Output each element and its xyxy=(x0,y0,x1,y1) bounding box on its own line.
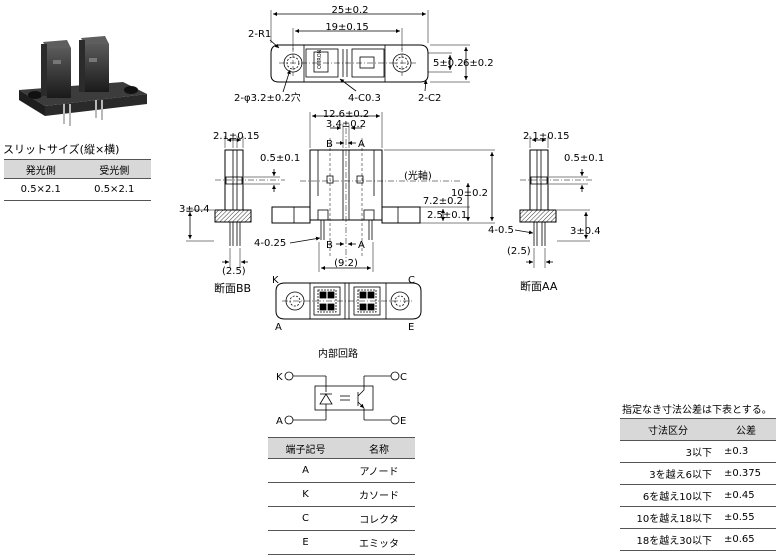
terminal-symbol: A xyxy=(268,458,343,483)
section-marker-b-top: B xyxy=(326,139,333,150)
top-view xyxy=(269,10,470,93)
bb-dim-base: 3±0.4 xyxy=(179,204,210,215)
tolerance-range: 10を越え18以下 xyxy=(620,506,716,529)
circuit-title: 内部回路 xyxy=(318,347,358,360)
terminal-name: コレクタ xyxy=(343,506,415,531)
bottom-view xyxy=(275,282,422,320)
table-row: K カソード xyxy=(268,482,415,507)
bottom-pin-k: K xyxy=(272,275,279,286)
section-marker-a-bottom: A xyxy=(358,240,365,251)
tolerance-value: ±0.3 xyxy=(716,440,776,463)
bottom-pin-e: E xyxy=(408,322,414,333)
slit-size-table: 発光側 受光側 0.5×2.1 0.5×2.1 xyxy=(4,159,151,201)
bottom-pin-c: C xyxy=(408,275,415,286)
bb-dim-slit: 0.5±0.1 xyxy=(260,153,300,164)
dim-hole-pitch: 19±0.15 xyxy=(325,22,368,33)
slit-header-receiver: 受光側 xyxy=(77,159,151,179)
tolerance-title: 指定なき寸法公差は下表とする。 xyxy=(622,405,772,416)
terminal-name: エミッタ xyxy=(343,530,415,555)
table-row: 0.5×2.1 0.5×2.1 xyxy=(4,178,151,201)
dim-inner-height: 5±0.2 xyxy=(433,58,464,69)
circuit-pin-a: A xyxy=(276,416,283,427)
bottom-pin-a: A xyxy=(275,322,282,333)
dim-body-height: 2.5±0.1 xyxy=(427,210,467,221)
terminal-name: アノード xyxy=(343,458,415,483)
dim-front-width: 12.6±0.2 xyxy=(323,109,370,120)
slit-header-emitter: 発光側 xyxy=(4,159,78,179)
dim-lead-pitch: (9.2) xyxy=(334,258,358,269)
table-row: 10を越え18以下 ±0.55 xyxy=(620,506,776,529)
table-row: 3を越え6以下 ±0.375 xyxy=(620,462,776,485)
internal-circuit xyxy=(284,371,400,425)
bb-dim-lead: (2.5) xyxy=(222,266,246,277)
dim-axis-height: 7.2±0.2 xyxy=(423,196,463,207)
tolerance-value: ±0.65 xyxy=(716,528,776,551)
omron-marking: OMRON xyxy=(317,49,323,69)
section-aa-view xyxy=(514,136,592,268)
chamfer-large-label: 2-C2 xyxy=(418,93,441,104)
tolerance-header-range: 寸法区分 xyxy=(620,418,716,441)
dim-outer-height: 6±0.2 xyxy=(463,58,494,69)
aa-lead-note: 4-0.5 xyxy=(488,225,514,236)
table-row: 6を越え10以下 ±0.45 xyxy=(620,484,776,507)
chamfer-small-label: 4-C0.3 xyxy=(348,93,381,104)
tolerance-range: 3を越え6以下 xyxy=(620,462,716,485)
terminal-symbol: K xyxy=(268,482,343,507)
aa-dim-lead: (2.5) xyxy=(507,246,531,257)
bb-dim-top: 2.1±0.15 xyxy=(213,131,260,142)
dim-slit-gap: 3.4±0.2 xyxy=(326,119,366,130)
circuit-pin-e: E xyxy=(400,416,406,427)
table-row: 18を越え30以下 ±0.65 xyxy=(620,528,776,551)
dim-overall-length: 25±0.2 xyxy=(331,5,368,16)
tolerance-value: ±0.45 xyxy=(716,484,776,507)
tolerance-range: 3以下 xyxy=(620,440,716,463)
slit-size-title: スリットサイズ(縦×横) xyxy=(3,143,120,156)
aa-dim-base: 3±0.4 xyxy=(570,226,601,237)
circuit-pin-c: C xyxy=(400,372,407,383)
table-row: A アノード xyxy=(268,458,415,483)
radius-label: 2-R1 xyxy=(248,29,271,40)
terminal-name: カソード xyxy=(343,482,415,507)
tolerance-range: 18を越え30以下 xyxy=(620,528,716,551)
terminal-header-symbol: 端子記号 xyxy=(268,437,343,459)
slit-receiver-value: 0.5×2.1 xyxy=(77,178,151,201)
section-aa-label: 断面AA xyxy=(520,279,558,293)
tolerance-range: 6を越え10以下 xyxy=(620,484,716,507)
tolerance-value: ±0.55 xyxy=(716,506,776,529)
circuit-pin-k: K xyxy=(276,372,283,383)
aa-dim-slit: 0.5±0.1 xyxy=(564,153,604,164)
front-view xyxy=(271,112,495,272)
tolerance-value: ±0.375 xyxy=(716,462,776,485)
sensor-photo-image xyxy=(19,36,147,126)
terminal-header-name: 名称 xyxy=(343,437,415,459)
dim-total-height: 10±0.2 xyxy=(451,188,488,199)
table-row: C コレクタ xyxy=(268,506,415,531)
terminal-symbol: E xyxy=(268,530,343,555)
hole-diameter-label: 2-φ3.2±0.2穴 xyxy=(234,91,301,104)
section-marker-a-top: A xyxy=(358,139,365,150)
terminal-symbol: C xyxy=(268,506,343,531)
table-row: E エミッタ xyxy=(268,530,415,555)
optical-axis-label: (光軸) xyxy=(404,169,432,182)
terminal-table: 端子記号 名称 A アノード K カソード C コレクタ E エミッタ xyxy=(268,437,415,555)
section-marker-b-bottom: B xyxy=(326,240,333,251)
section-bb-view xyxy=(186,136,285,268)
slit-emitter-value: 0.5×2.1 xyxy=(4,178,78,201)
tolerance-header-value: 公差 xyxy=(716,418,776,441)
table-row: 3以下 ±0.3 xyxy=(620,440,776,463)
lead-width-note: 4-0.25 xyxy=(254,238,286,249)
aa-dim-top: 2.1±0.15 xyxy=(523,131,570,142)
product-photo xyxy=(5,32,155,132)
tolerance-table: 寸法区分 公差 3以下 ±0.3 3を越え6以下 ±0.375 6を越え10以下… xyxy=(620,418,776,551)
section-bb-label: 断面BB xyxy=(214,281,251,295)
